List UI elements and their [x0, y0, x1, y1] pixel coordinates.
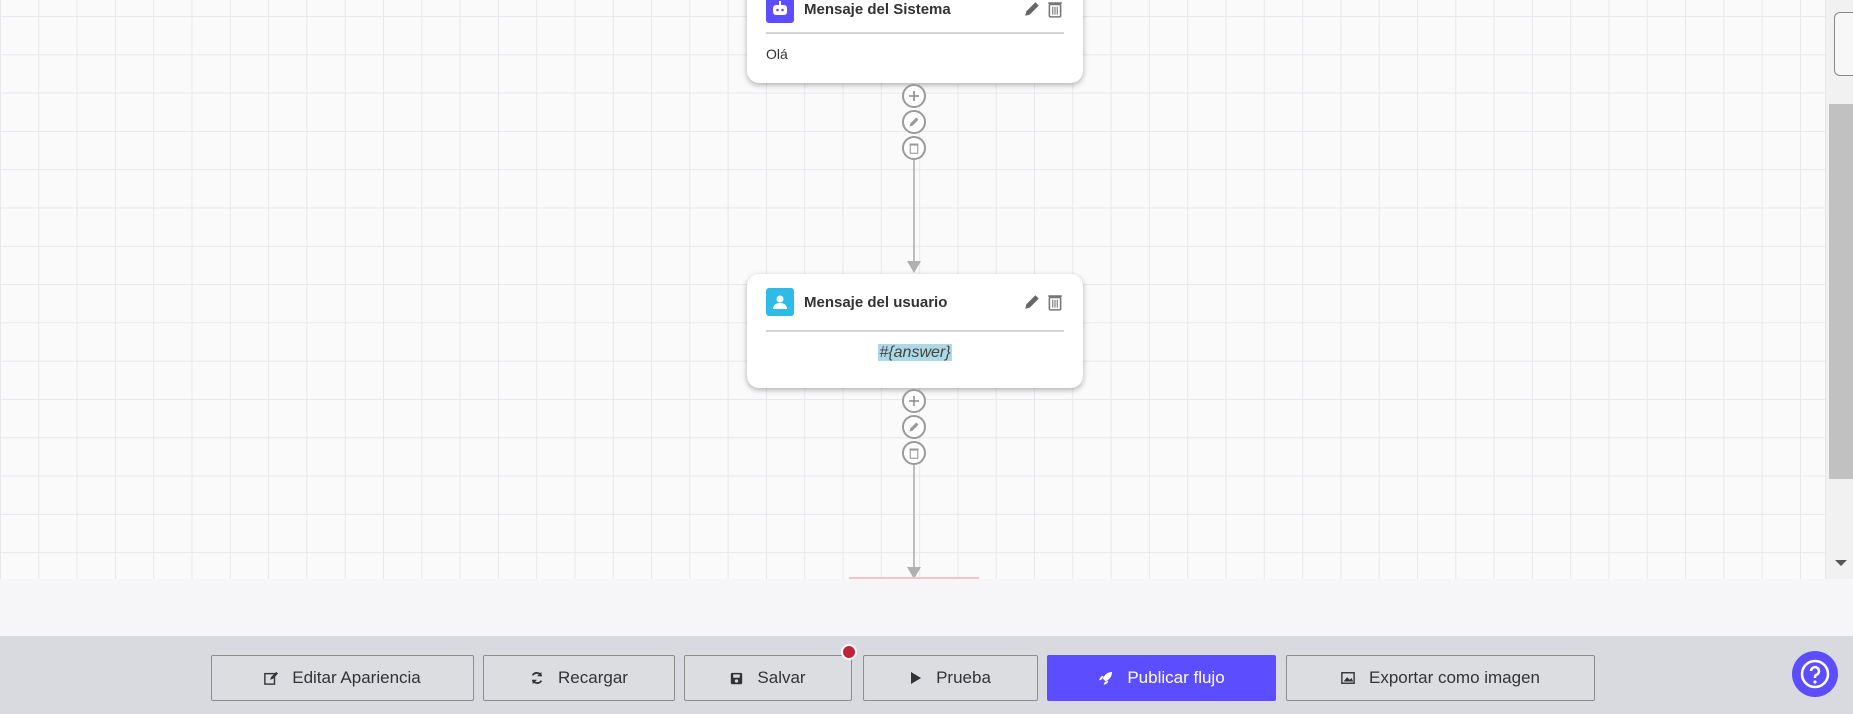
pencil-icon[interactable]: [1023, 0, 1041, 18]
delete-connection-button[interactable]: [902, 136, 926, 160]
user-icon: [766, 288, 794, 316]
delete-connection-button[interactable]: [902, 441, 926, 465]
bottom-toolbar: Editar Apariencia Recargar Salvar Prueba…: [0, 636, 1853, 714]
help-button[interactable]: [1792, 651, 1838, 697]
edit-connection-button[interactable]: [902, 415, 926, 439]
edit-appearance-label: Editar Apariencia: [292, 668, 421, 687]
save-button[interactable]: Salvar: [684, 644, 857, 701]
edit-connection-button[interactable]: [902, 110, 926, 134]
rocket-icon: [1099, 671, 1113, 685]
next-node-edge: [849, 577, 979, 579]
save-icon: [731, 672, 743, 684]
scroll-down-arrow[interactable]: [1835, 560, 1847, 566]
pencil-icon[interactable]: [1023, 293, 1041, 311]
export-image-button[interactable]: Exportar como imagen: [1286, 655, 1595, 701]
unsaved-changes-dot: [841, 644, 857, 660]
connector-arrow: [907, 567, 921, 579]
trash-icon[interactable]: [1046, 0, 1064, 18]
test-button[interactable]: Prueba: [863, 655, 1038, 701]
save-label: Salvar: [757, 668, 806, 687]
add-node-button[interactable]: [902, 84, 926, 108]
refresh-icon: [531, 671, 543, 685]
publish-flow-button[interactable]: Publicar flujo: [1047, 655, 1276, 701]
pencil-icon: [909, 117, 919, 127]
pencil-icon: [909, 422, 919, 432]
flow-canvas[interactable]: Mensaje del Sistema Olá Mensaje del usua…: [0, 0, 1825, 579]
trash-icon: [909, 143, 919, 154]
scrollbar-thumb[interactable]: [1829, 104, 1853, 479]
edit-icon: [264, 671, 279, 685]
node-system-message[interactable]: Mensaje del Sistema Olá: [747, 0, 1083, 83]
vertical-scrollbar[interactable]: [1825, 0, 1853, 579]
connector-arrow: [907, 261, 921, 273]
trash-icon: [909, 448, 919, 459]
minimap-handle[interactable]: [1834, 12, 1853, 76]
reload-button[interactable]: Recargar: [483, 655, 675, 701]
reload-label: Recargar: [558, 668, 628, 687]
robot-icon: [766, 0, 794, 23]
plus-icon: [909, 91, 919, 101]
add-node-button[interactable]: [902, 389, 926, 413]
image-icon: [1341, 672, 1355, 684]
question-icon: [1800, 659, 1830, 689]
node-title: Mensaje del usuario: [804, 293, 948, 311]
publish-label: Publicar flujo: [1127, 668, 1225, 687]
node-title: Mensaje del Sistema: [804, 0, 951, 18]
connector-line: [913, 160, 915, 262]
connector-line: [913, 465, 915, 569]
node-content: #{answer}: [878, 344, 952, 361]
edit-appearance-button[interactable]: Editar Apariencia: [211, 655, 474, 701]
play-icon: [911, 672, 922, 684]
trash-icon[interactable]: [1046, 293, 1064, 311]
test-label: Prueba: [936, 668, 991, 687]
node-user-message[interactable]: Mensaje del usuario #{answer}: [747, 274, 1083, 388]
node-content: Olá: [766, 46, 788, 62]
plus-icon: [909, 396, 919, 406]
export-label: Exportar como imagen: [1368, 668, 1541, 687]
